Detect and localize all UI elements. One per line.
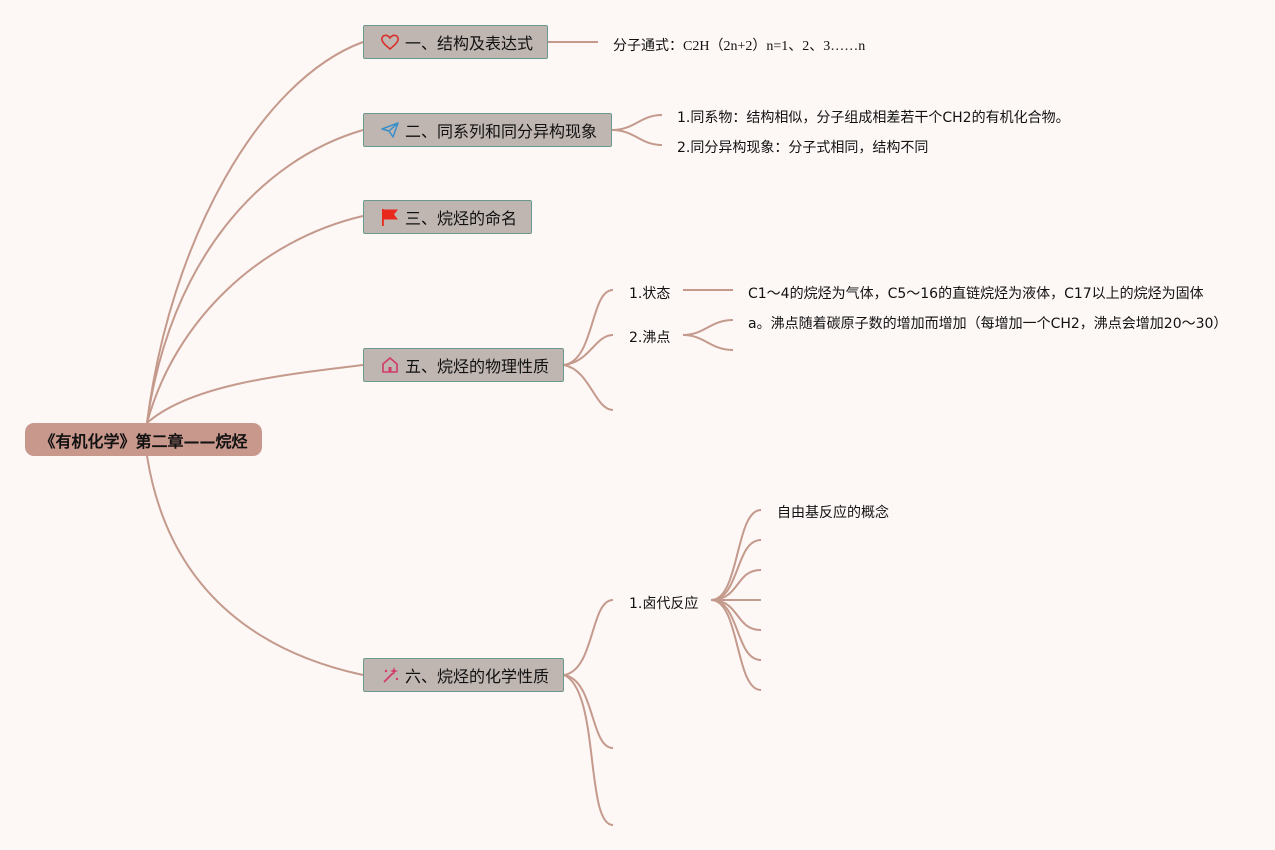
edge-topic6-branch2 (563, 674, 614, 749)
isomer-definition[interactable]: 2.同分异构现象：分子式相同，结构不同 (677, 140, 929, 156)
topic-label: 五、烷烃的物理性质 (405, 357, 550, 376)
edge-topic5-state (563, 289, 614, 366)
edge-halo-7 (710, 599, 762, 691)
edge-root-topic6 (146, 455, 364, 676)
topic-physical-properties[interactable]: 五、烷烃的物理性质 (363, 348, 564, 382)
edge-halo-1 (710, 509, 762, 601)
topic-label: 二、同系列和同分异构现象 (405, 122, 598, 141)
topic-label: 一、结构及表达式 (405, 34, 534, 53)
edge-boiling-b (682, 334, 734, 351)
edge-boiling-a (682, 319, 734, 336)
edge-topic5-boiling (563, 334, 614, 366)
topic-label: 三、烷烃的命名 (405, 209, 518, 228)
edge-root-topic3 (146, 215, 364, 424)
state-node[interactable]: 1.状态 (629, 286, 671, 302)
halogenation-node[interactable]: 1.卤代反应 (629, 596, 699, 612)
root-node[interactable]: 《有机化学》第二章——烷烃 (25, 423, 262, 456)
edge-topic2-isomer (611, 129, 663, 146)
edge-topic6-branch3 (563, 674, 614, 826)
homolog-definition[interactable]: 1.同系物：结构相似，分子组成相差若干个CH2的有机化合物。 (677, 110, 1070, 126)
edge-halo-2 (710, 539, 762, 601)
flag-icon (380, 207, 400, 227)
edge-root-topic2 (146, 129, 364, 424)
edge-topic5-branch3 (563, 364, 614, 411)
root-label: 《有机化学》第二章——烷烃 (39, 431, 248, 451)
boiling-point-node[interactable]: 2.沸点 (629, 330, 671, 346)
free-radical-concept[interactable]: 自由基反应的概念 (777, 505, 889, 521)
heart-icon (380, 32, 400, 52)
edge-root-topic5 (146, 364, 364, 424)
topic-homolog-isomer[interactable]: 二、同系列和同分异构现象 (363, 113, 612, 147)
magic-wand-icon (380, 665, 400, 685)
edge-topic6-halogenation (563, 599, 614, 676)
edge-topic2-homolog (611, 114, 663, 131)
state-description[interactable]: C1～4的烷烃为气体，C5～16的直链烷烃为液体，C17以上的烷烃为固体 (748, 286, 1204, 302)
topic-label: 六、烷烃的化学性质 (405, 667, 550, 686)
paper-plane-icon (380, 120, 400, 140)
home-icon (380, 355, 400, 375)
topic-chemical-properties[interactable]: 六、烷烃的化学性质 (363, 658, 564, 692)
boiling-point-description[interactable]: a。沸点随着碳原子数的增加而增加（每增加一个CH2，沸点会增加20～30） (748, 316, 1228, 332)
topic-structure[interactable]: 一、结构及表达式 (363, 25, 548, 59)
topic-naming[interactable]: 三、烷烃的命名 (363, 200, 532, 234)
edge-root-topic1 (146, 41, 364, 424)
structure-formula[interactable]: 分子通式：C2H（2n+2）n=1、2、3……n (613, 39, 866, 54)
